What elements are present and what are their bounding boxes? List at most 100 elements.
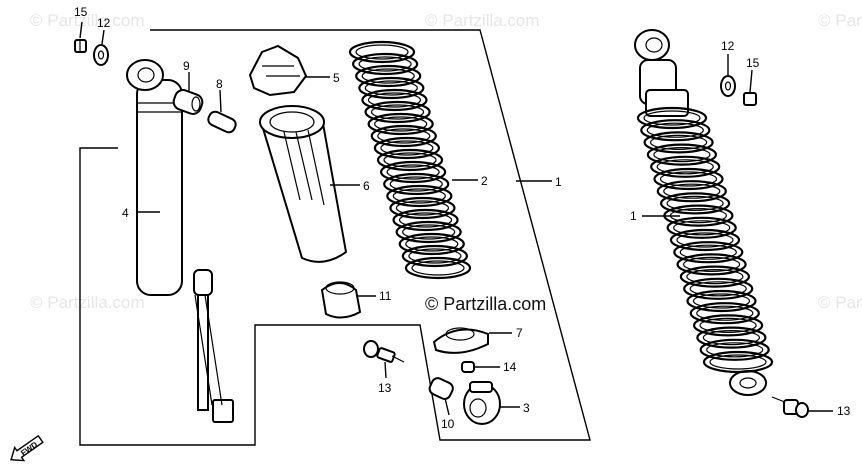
bolt-13-right[interactable] (771, 396, 809, 418)
spring-coil (398, 212, 453, 228)
spring-coil (386, 164, 440, 180)
spring-coil (653, 167, 724, 191)
shock-assembly-1[interactable] (634, 29, 774, 396)
label-1-left: 1 (555, 175, 562, 189)
spring-coil (656, 159, 714, 175)
label-10: 10 (441, 417, 455, 431)
label-2: 2 (481, 174, 488, 188)
spring-coil (686, 269, 744, 285)
spring-coil (380, 140, 434, 156)
spring-coil (686, 289, 757, 313)
spring-coil (411, 260, 465, 276)
damper-4[interactable] (126, 59, 234, 423)
eye-3[interactable] (463, 381, 501, 425)
spring-coil (398, 232, 465, 256)
label-6: 6 (363, 179, 370, 193)
spring-coil (682, 256, 741, 272)
watermark-top-left: © Partzilla.com (30, 11, 145, 30)
label-9: 9 (183, 59, 190, 73)
spring-coil (683, 277, 754, 300)
leader-lines (79, 21, 833, 416)
spring-coil (692, 314, 764, 337)
spring-coil (646, 143, 718, 166)
bolt-13-left[interactable] (363, 340, 405, 363)
washer-12-left-hole (97, 50, 105, 60)
adjuster-11[interactable] (320, 281, 362, 319)
spring-coil (679, 244, 737, 260)
watermark-mid-left: © Partzilla.com (30, 293, 145, 312)
guide-6[interactable] (259, 105, 348, 263)
spring-coil (386, 184, 453, 208)
stopper-5[interactable] (248, 44, 308, 97)
spring-coil (401, 244, 468, 268)
spring-coil (355, 44, 409, 60)
seat-7[interactable] (432, 327, 489, 354)
label-3: 3 (523, 401, 530, 415)
spring-coil (676, 253, 747, 276)
spring-2[interactable] (348, 40, 472, 280)
label-7: 7 (516, 326, 523, 340)
spring-coil (669, 228, 741, 252)
spring-coil (689, 281, 747, 297)
spring-coil (643, 110, 701, 126)
spring-coil (395, 220, 462, 244)
spring-coil (663, 183, 721, 199)
spring-coil (364, 80, 418, 96)
spring-coil (659, 171, 718, 187)
bushing-10[interactable] (428, 376, 455, 401)
bushing-9[interactable] (171, 88, 204, 116)
spring-coil (383, 172, 450, 196)
label-1-right: 1 (630, 209, 637, 223)
spring-coil (656, 180, 727, 203)
forward-arrow-icon: FWD (10, 434, 44, 462)
spring-coil (377, 128, 431, 144)
label-13-left: 13 (378, 381, 392, 395)
washer-12-left[interactable] (93, 44, 109, 66)
collar-8[interactable] (206, 110, 237, 135)
spring-coil (348, 40, 416, 64)
spring-coil (380, 160, 447, 184)
label-12-left: 12 (97, 16, 111, 30)
spring-coil (709, 354, 767, 370)
spring-coil (355, 64, 422, 88)
spring-coil (367, 112, 434, 136)
spring-coil (696, 305, 754, 321)
watermark-top-center: © Partzilla.com (425, 11, 540, 30)
spring-coil (676, 232, 734, 248)
nut-15-left[interactable] (74, 39, 87, 53)
spring-coil (666, 195, 724, 211)
washer-12-right-hole (724, 81, 732, 91)
spring-coil (640, 119, 711, 142)
spring-coil (673, 241, 744, 264)
spring-coil (666, 216, 737, 239)
spring-coil (702, 350, 774, 374)
label-5: 5 (333, 71, 340, 85)
spring-coil (679, 265, 751, 288)
spring-coil (689, 302, 760, 325)
label-14: 14 (503, 360, 517, 374)
label-13-right: 13 (837, 404, 851, 418)
spring-coil (408, 248, 462, 264)
spring-coil (643, 131, 714, 154)
washer-12-right[interactable] (720, 75, 736, 97)
spring-coil (402, 224, 456, 240)
nut-15-right[interactable] (743, 92, 757, 106)
spring-coil (358, 76, 425, 100)
label-8: 8 (216, 77, 223, 91)
spring-coil (374, 116, 428, 132)
spring-coil (699, 338, 770, 361)
spring-coil (636, 106, 708, 130)
spring-coil (361, 68, 415, 84)
assembly-outline (79, 29, 591, 446)
spring-coil (364, 100, 431, 124)
spring-coil (405, 236, 459, 252)
spring-coil (650, 155, 721, 178)
spring-coil (673, 220, 731, 236)
label-12-right: 12 (721, 39, 735, 53)
spring-coil (649, 134, 708, 150)
spring-coil (653, 147, 711, 163)
spring-coil (361, 88, 428, 112)
nut-14[interactable] (461, 361, 475, 373)
watermark-top-right: © Partzilla.com (818, 11, 862, 30)
